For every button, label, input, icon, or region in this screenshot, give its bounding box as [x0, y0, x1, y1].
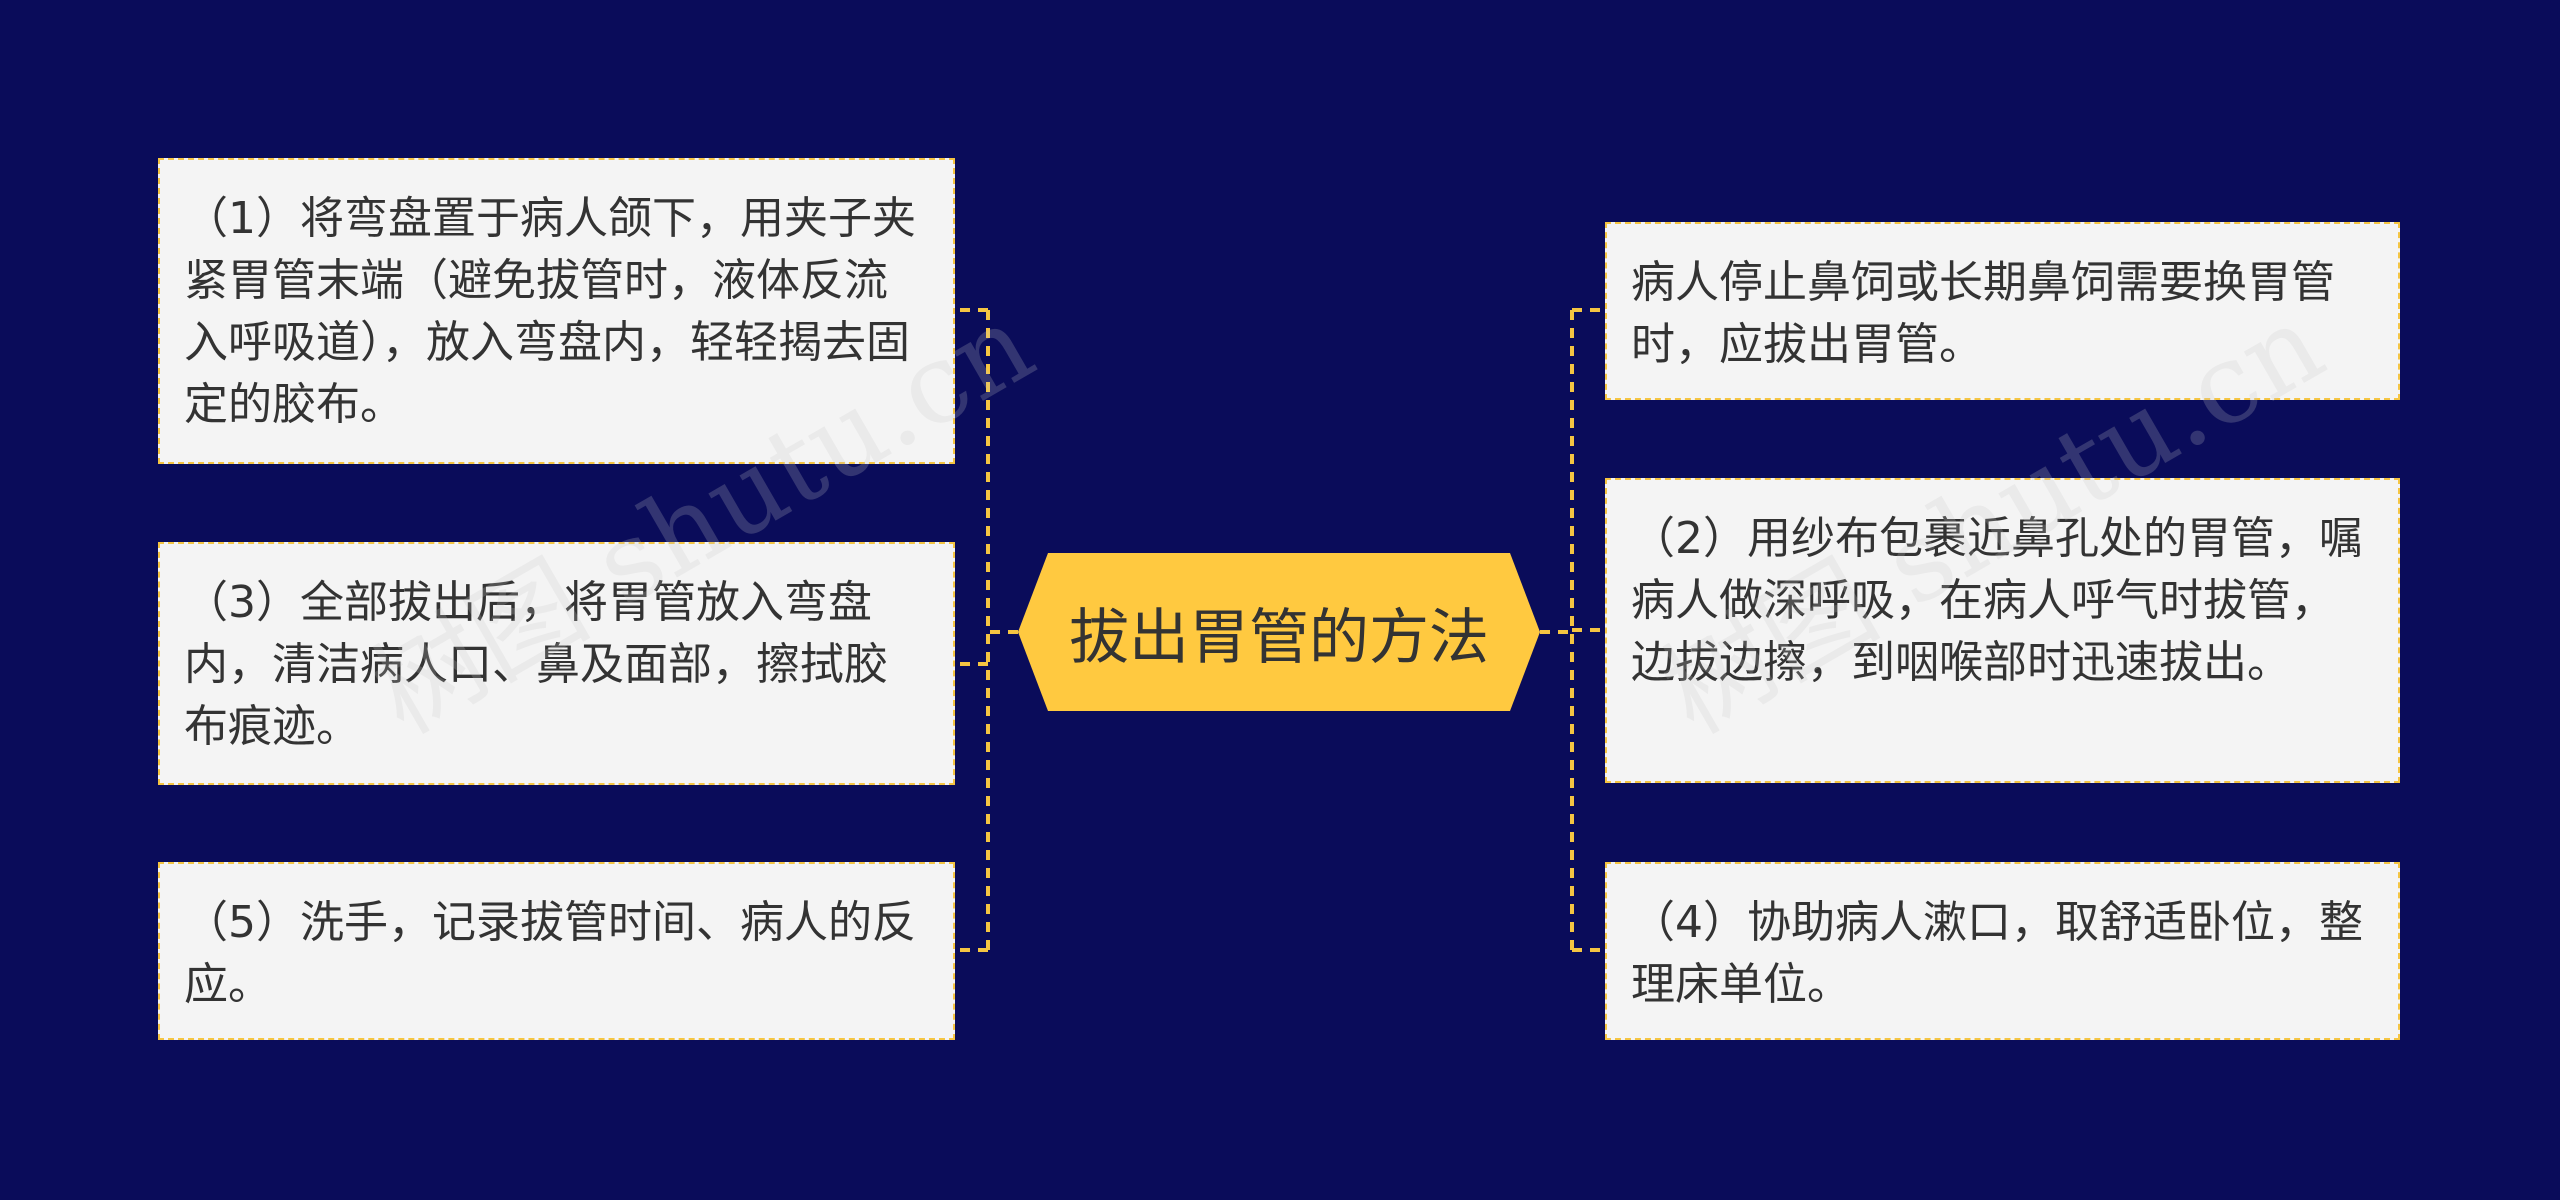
right-node-3[interactable]: （4）协助病人漱口，取舒适卧位，整理床单位。 — [1605, 862, 2400, 1040]
left-node-2[interactable]: （3）全部拔出后，将胃管放入弯盘内，清洁病人口、鼻及面部，擦拭胶布痕迹。 — [158, 542, 955, 785]
right-node-3-text: （4）协助病人漱口，取舒适卧位，整理床单位。 — [1631, 897, 2363, 1010]
right-node-2[interactable]: （2）用纱布包裹近鼻孔处的胃管，嘱病人做深呼吸，在病人呼气时拔管，边拔边擦，到咽… — [1605, 478, 2400, 783]
right-node-1[interactable]: 病人停止鼻饲或长期鼻饲需要换胃管时，应拔出胃管。 — [1605, 222, 2400, 400]
left-node-1-text: （1）将弯盘置于病人颌下，用夹子夹紧胃管末端（避免拔管时，液体反流入呼吸道），放… — [184, 193, 916, 430]
left-node-1[interactable]: （1）将弯盘置于病人颌下，用夹子夹紧胃管末端（避免拔管时，液体反流入呼吸道），放… — [158, 158, 955, 464]
right-node-1-text: 病人停止鼻饲或长期鼻饲需要换胃管时，应拔出胃管。 — [1631, 257, 2335, 370]
center-hexagon-shape — [1018, 553, 1540, 711]
center-node[interactable]: 拔出胃管的方法 — [1018, 553, 1540, 711]
left-node-3-text: （5）洗手，记录拔管时间、病人的反应。 — [184, 897, 916, 1010]
left-node-2-text: （3）全部拔出后，将胃管放入弯盘内，清洁病人口、鼻及面部，擦拭胶布痕迹。 — [184, 577, 888, 752]
center-node-label: 拔出胃管的方法 — [1069, 602, 1489, 673]
right-node-2-text: （2）用纱布包裹近鼻孔处的胃管，嘱病人做深呼吸，在病人呼气时拔管，边拔边擦，到咽… — [1631, 513, 2363, 688]
left-node-3[interactable]: （5）洗手，记录拔管时间、病人的反应。 — [158, 862, 955, 1040]
